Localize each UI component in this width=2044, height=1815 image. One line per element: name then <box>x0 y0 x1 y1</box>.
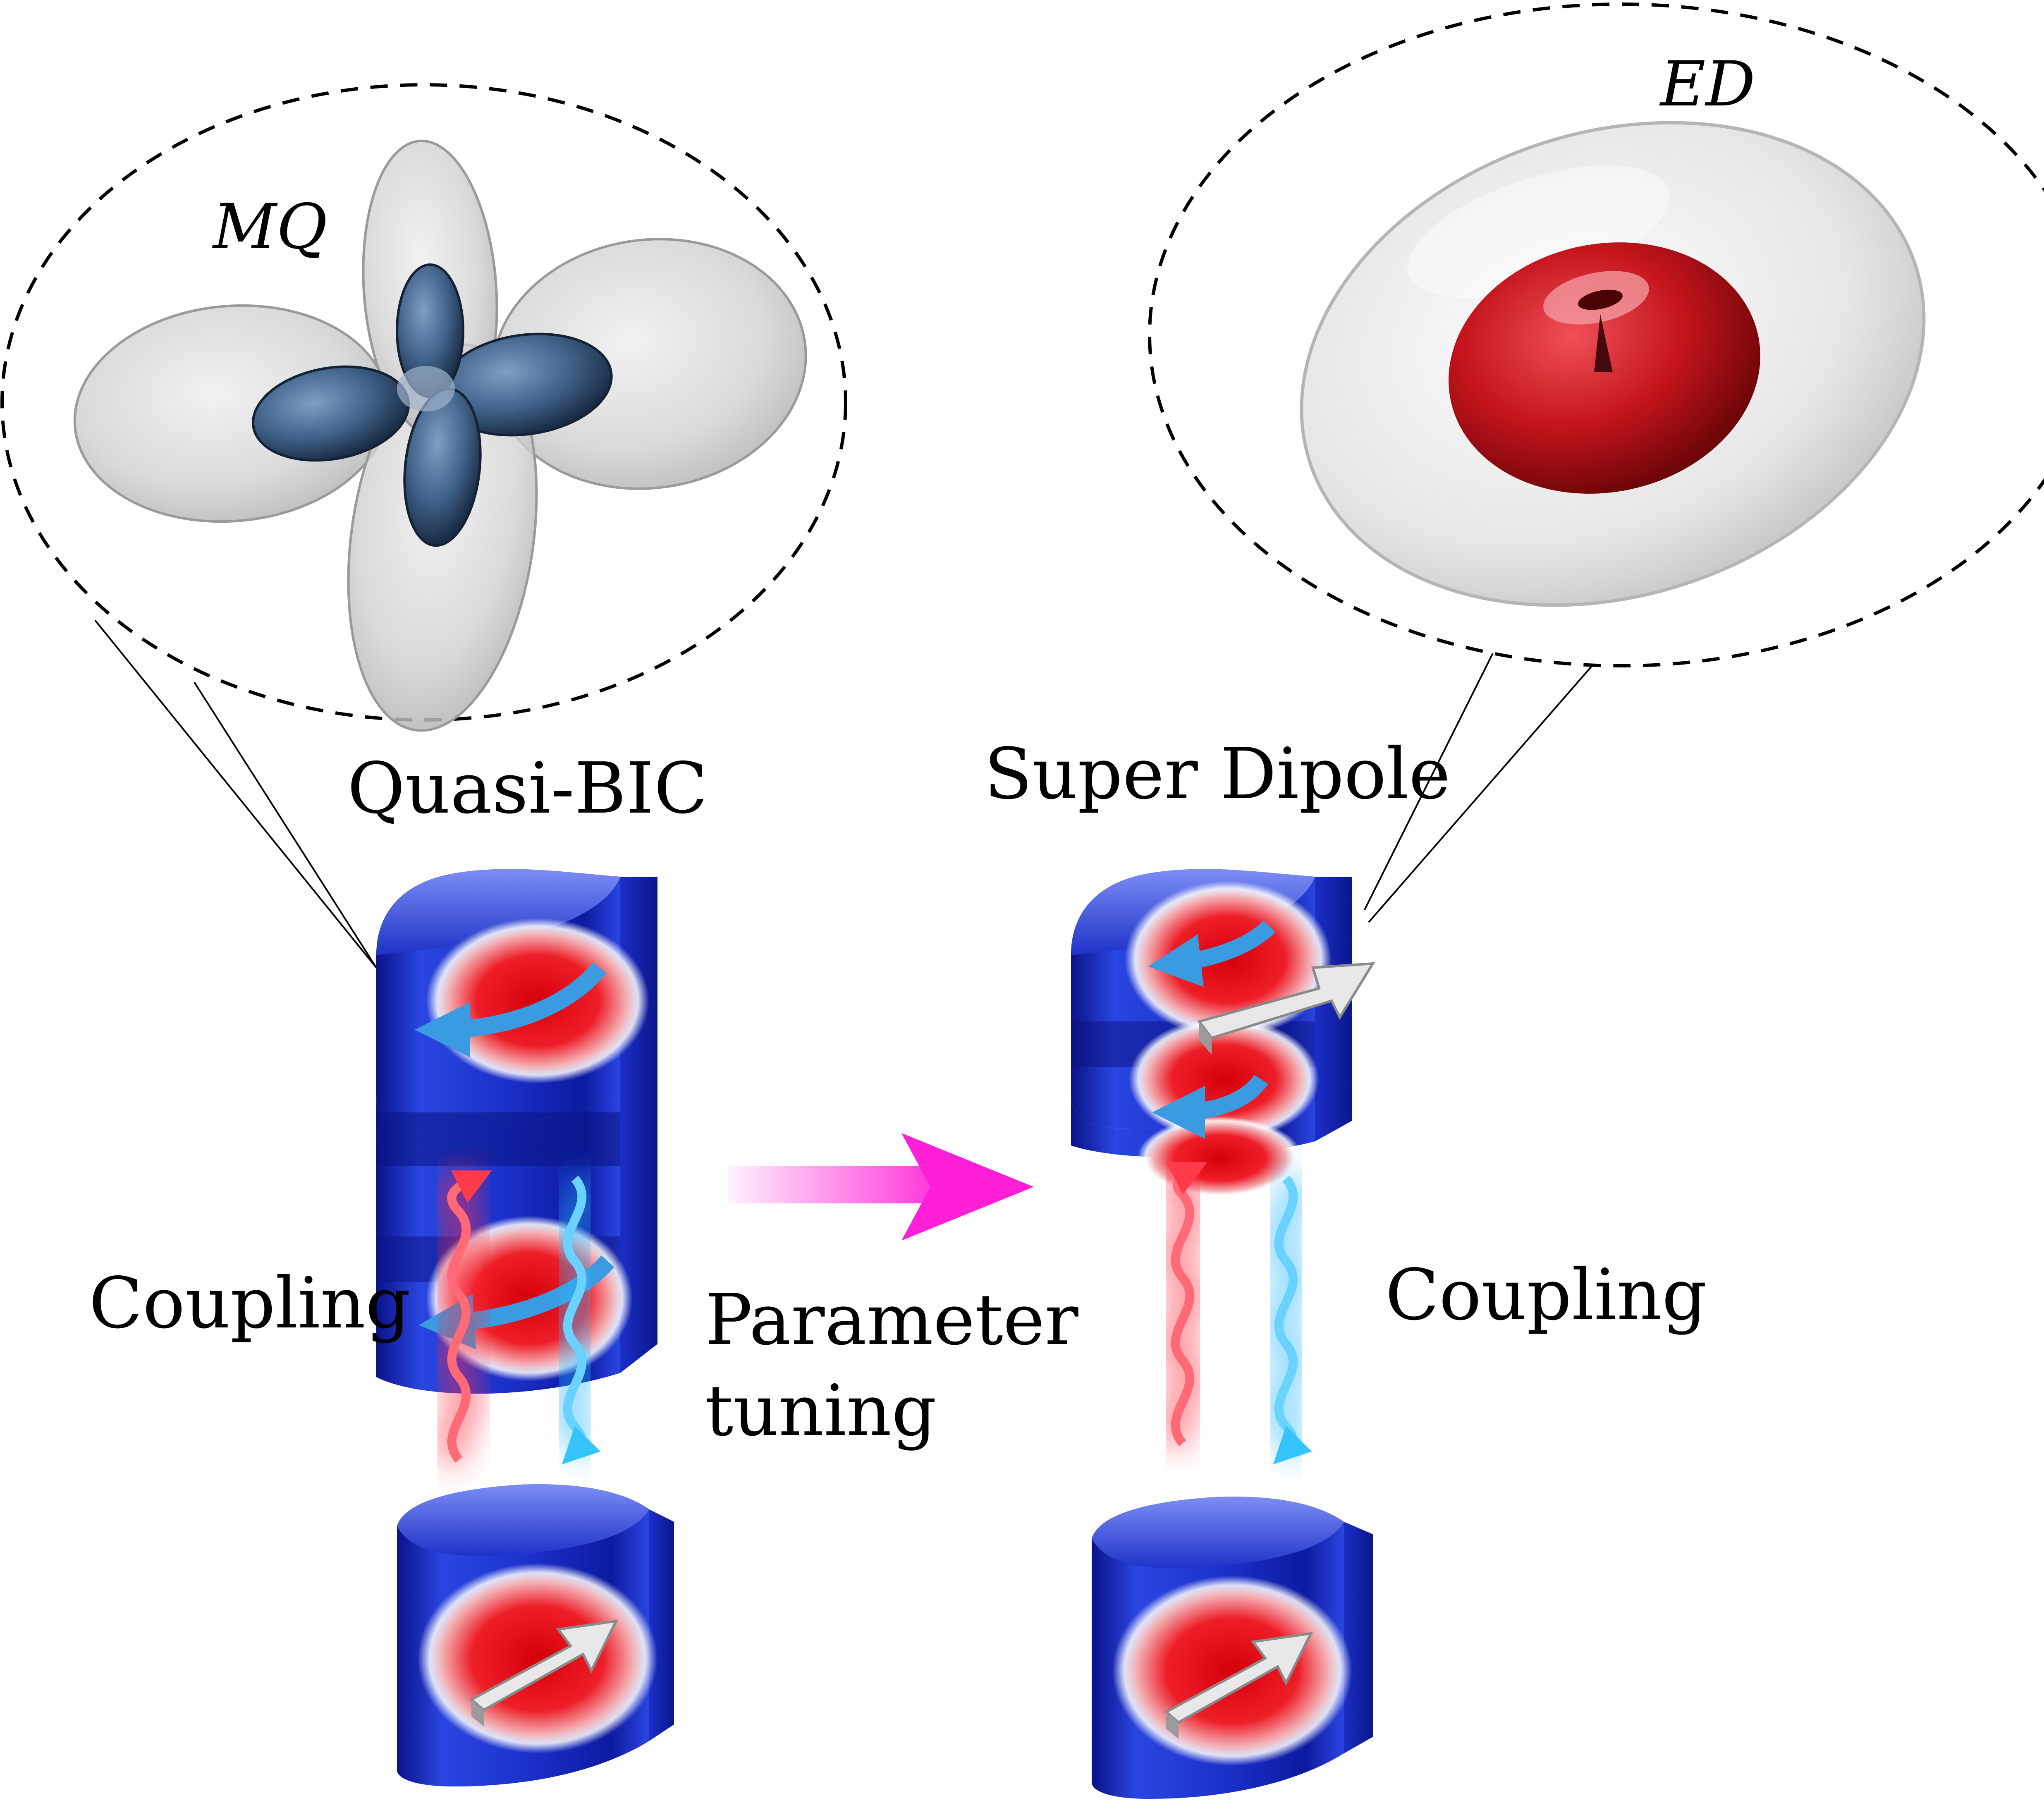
electric-dipole-radiation-pattern-icon <box>1300 121 1926 607</box>
moment-arrow-icon <box>469 1619 619 1727</box>
callout-leader-line <box>194 682 377 968</box>
coupling-left-label: Coupling <box>89 1263 411 1344</box>
parameter-label: Parameter <box>705 1279 1078 1361</box>
mq-callout: MQ <box>0 83 847 968</box>
wavy-arrow-icon <box>1161 1157 1207 1453</box>
callout-leader-line <box>1364 653 1494 910</box>
coupling-right-label: Coupling <box>1385 1254 1707 1336</box>
mq-label: MQ <box>212 191 328 263</box>
moment-arrow-icon <box>1197 962 1375 1055</box>
tuning-label: tuning <box>705 1370 937 1452</box>
dielectric-resonator-icon <box>1071 869 1375 1199</box>
wavy-arrow-icon <box>1264 1169 1312 1465</box>
dielectric-resonator-icon <box>1092 1497 1373 1799</box>
wavy-arrow-icon <box>437 1165 492 1469</box>
magnetic-quadrupole-radiation-pattern-icon <box>73 139 807 732</box>
magenta-arrow-icon <box>728 1133 1034 1241</box>
moment-arrow-icon <box>1164 1632 1313 1739</box>
dielectric-resonator-icon <box>376 869 657 1394</box>
callout-leader-line <box>1368 665 1593 923</box>
ed-callout: ED <box>1148 2 2044 923</box>
dielectric-resonator-icon <box>397 1484 674 1786</box>
callout-leader-line <box>94 619 377 968</box>
wavy-arrow-icon <box>553 1169 601 1465</box>
quasi-bic-label: Quasi-BIC <box>347 748 708 830</box>
super-dipole-label: Super Dipole <box>984 733 1451 815</box>
ed-label: ED <box>1659 48 1755 120</box>
